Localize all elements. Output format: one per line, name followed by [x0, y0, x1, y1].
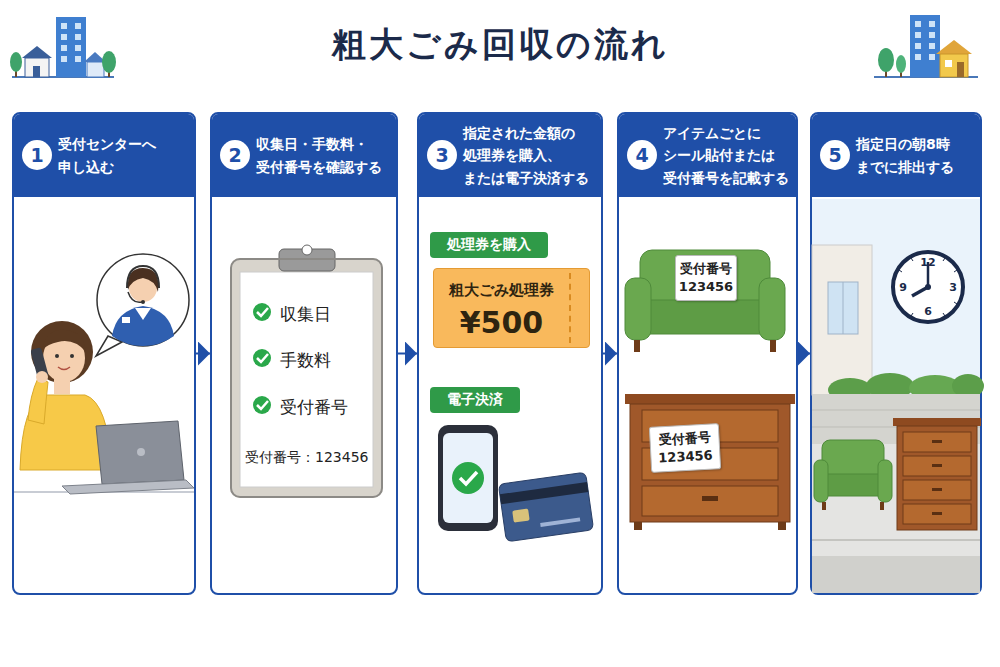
town-icon: [25, 58, 49, 77]
step-number-text: 2: [228, 146, 241, 165]
town-icon: [22, 46, 52, 58]
checklist-item: 手数料: [280, 349, 331, 371]
town-icon: [915, 21, 921, 27]
step-number-text: 3: [435, 146, 448, 165]
town-icon: [929, 43, 935, 49]
step-panel: 指定された金額の 処理券を購入、 または電子決済する 3 処理券を購入粗大ごみ処理券…: [417, 112, 603, 595]
flow-arrow: [603, 353, 617, 355]
checklist-item: 受付番号: [280, 396, 348, 418]
town-icon: [900, 66, 902, 77]
town-icon: [61, 34, 67, 40]
town-icon: [896, 55, 906, 73]
town-icon: [874, 15, 978, 77]
step-number-text: 4: [635, 146, 648, 165]
step-number-text: 5: [828, 146, 841, 165]
sticker-text: 受付番号 123456: [676, 260, 736, 295]
town-icon: [33, 66, 40, 77]
town-icon: [929, 32, 935, 38]
town-icon: [915, 54, 921, 60]
number-sticker: 受付番号 123456: [675, 255, 737, 301]
town-icon: [12, 76, 114, 78]
town-icon: [75, 56, 81, 62]
town-icon: [885, 64, 887, 77]
town-icon: [874, 76, 978, 78]
step-number: 1: [22, 140, 52, 170]
step-heading: 指定された金額の 処理券を購入、 または電子決済する: [463, 114, 597, 197]
disposal-ticket: 粗大ごみ処理券 ¥500: [433, 268, 590, 348]
clock-number: 3: [949, 281, 957, 294]
town-icon: [929, 54, 935, 60]
step-number: 4: [627, 140, 657, 170]
step-panel: アイテムごとに シール貼付または 受付番号を記載する 4 受付番号 123456 受付…: [617, 112, 798, 595]
clock-number: 9: [899, 281, 907, 294]
step-panel: 収集日・手数料・ 受付番号を確認する 2 収集日手数料受付番号受付番号：123456: [210, 112, 398, 595]
flow-arrow: [196, 353, 210, 355]
town-icon: [15, 64, 17, 77]
step-number: 5: [820, 140, 850, 170]
step-heading: 指定日の朝8時 までに排出する: [856, 114, 976, 197]
town-icon: [75, 23, 81, 29]
tag-label: 電子決済: [430, 387, 520, 413]
perforation: [569, 273, 571, 343]
flow-arrow: [398, 353, 417, 355]
town-icon: [940, 54, 968, 77]
checklist-item: 収集日: [280, 303, 331, 325]
checklist-item: 受付番号：123456: [245, 448, 368, 466]
town-icon: [61, 56, 67, 62]
town-icon: [878, 48, 894, 72]
town-icon: [936, 40, 972, 54]
tag-text: 処理券を購入: [447, 236, 531, 254]
number-sticker: 受付番号 123456: [649, 423, 721, 473]
ticket-text: ¥500: [434, 305, 569, 341]
town-icon: [108, 66, 110, 77]
clock-number: 12: [920, 256, 935, 269]
step-panel: 指定日の朝8時 までに排出する 5: [810, 112, 982, 595]
town-icon: [915, 32, 921, 38]
flow-arrow: [798, 353, 810, 355]
town-icon: [910, 15, 940, 77]
clipboard: 収集日手数料受付番号受付番号：123456: [230, 258, 383, 498]
tag-text: 電子決済: [447, 391, 503, 409]
step-panel: 受付センターへ 申し込む 1: [12, 112, 196, 595]
step-heading: 受付センターへ 申し込む: [58, 114, 190, 197]
town-icon: [75, 34, 81, 40]
town-icon: [102, 51, 116, 73]
town-icon: [10, 17, 116, 77]
step-heading: アイテムごとに シール貼付または 受付番号を記載する: [663, 114, 792, 197]
town-icon: [10, 52, 22, 72]
tag-label: 処理券を購入: [430, 232, 548, 258]
step-number: 3: [427, 140, 457, 170]
diagram-title: 粗大ごみ回収の流れ: [0, 22, 1000, 68]
step-number: 2: [220, 140, 250, 170]
town-icon: [56, 17, 86, 77]
town-icon: [84, 52, 106, 62]
clock-number: 6: [924, 305, 932, 318]
town-icon: [915, 43, 921, 49]
town-icon: [61, 23, 67, 29]
town-icon: [61, 45, 67, 51]
town-icon: [75, 45, 81, 51]
step-number-text: 1: [30, 146, 43, 165]
ticket-text: 粗大ごみ処理券: [434, 281, 569, 299]
town-icon: [87, 62, 104, 77]
town-icon: [957, 62, 964, 77]
town-icon: [929, 21, 935, 27]
sticker-text: 受付番号 123456: [650, 429, 720, 468]
step-heading: 収集日・手数料・ 受付番号を確認する: [256, 114, 392, 197]
town-icon: [945, 60, 952, 67]
